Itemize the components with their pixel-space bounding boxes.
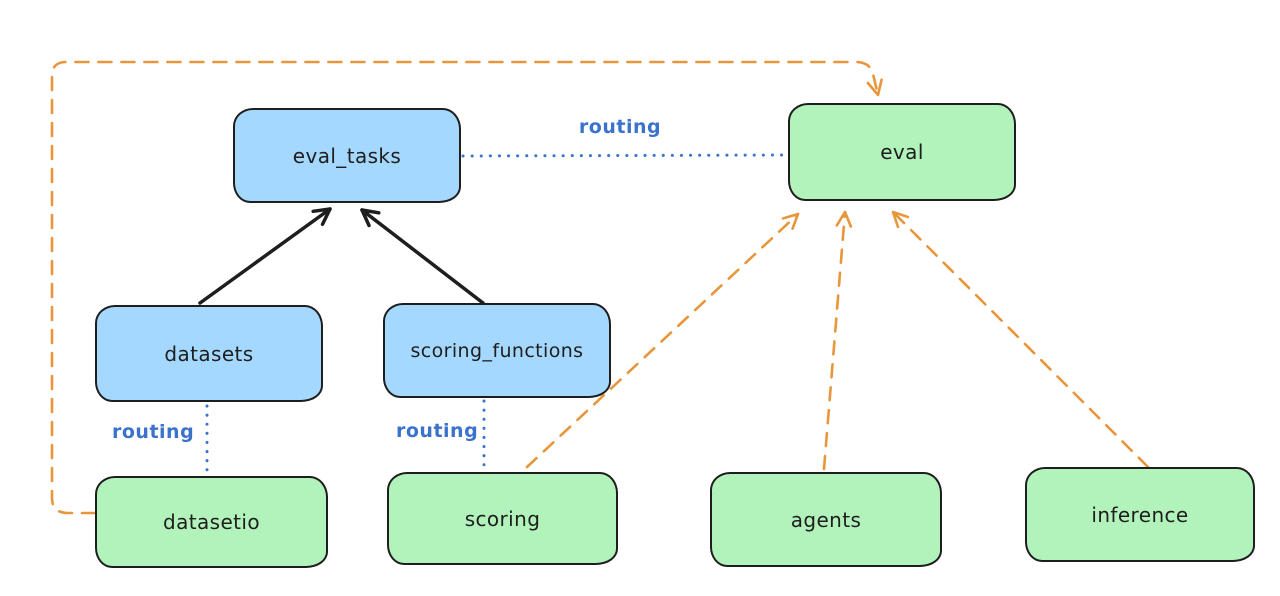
routing-label-eval-tasks-eval: routing [578,116,662,138]
node-agents: agents [710,472,942,567]
node-scoring: scoring [387,472,618,565]
node-eval-tasks: eval_tasks [233,108,461,203]
node-datasetio: datasetio [95,476,328,568]
node-datasetio-label: datasetio [162,510,260,534]
edge-agents-to-eval [822,210,853,471]
edge-scoring-to-eval [525,212,800,469]
node-eval-tasks-label: eval_tasks [292,143,402,168]
edge-datasetio-to-eval [50,60,883,515]
edge-scoring-functions-to-eval-tasks [360,208,485,305]
edge-datasets-to-eval-tasks [198,207,332,305]
node-eval-label: eval [880,140,924,164]
edge-routing-eval-tasks-eval [461,153,788,158]
node-scoring-functions-label: scoring_functions [410,339,584,362]
routing-label-datasets-datasetio: routing [112,421,195,443]
node-inference: inference [1025,467,1255,562]
node-inference-label: inference [1091,502,1189,527]
node-datasets: datasets [95,305,323,402]
edge-inference-to-eval [891,210,1150,469]
node-scoring-label: scoring [464,506,541,531]
node-agents-label: agents [790,507,862,532]
node-scoring-functions: scoring_functions [383,303,611,398]
routing-label-scoring-functions-scoring: routing [396,420,479,442]
node-datasets-label: datasets [164,341,254,366]
node-eval: eval [788,103,1016,201]
